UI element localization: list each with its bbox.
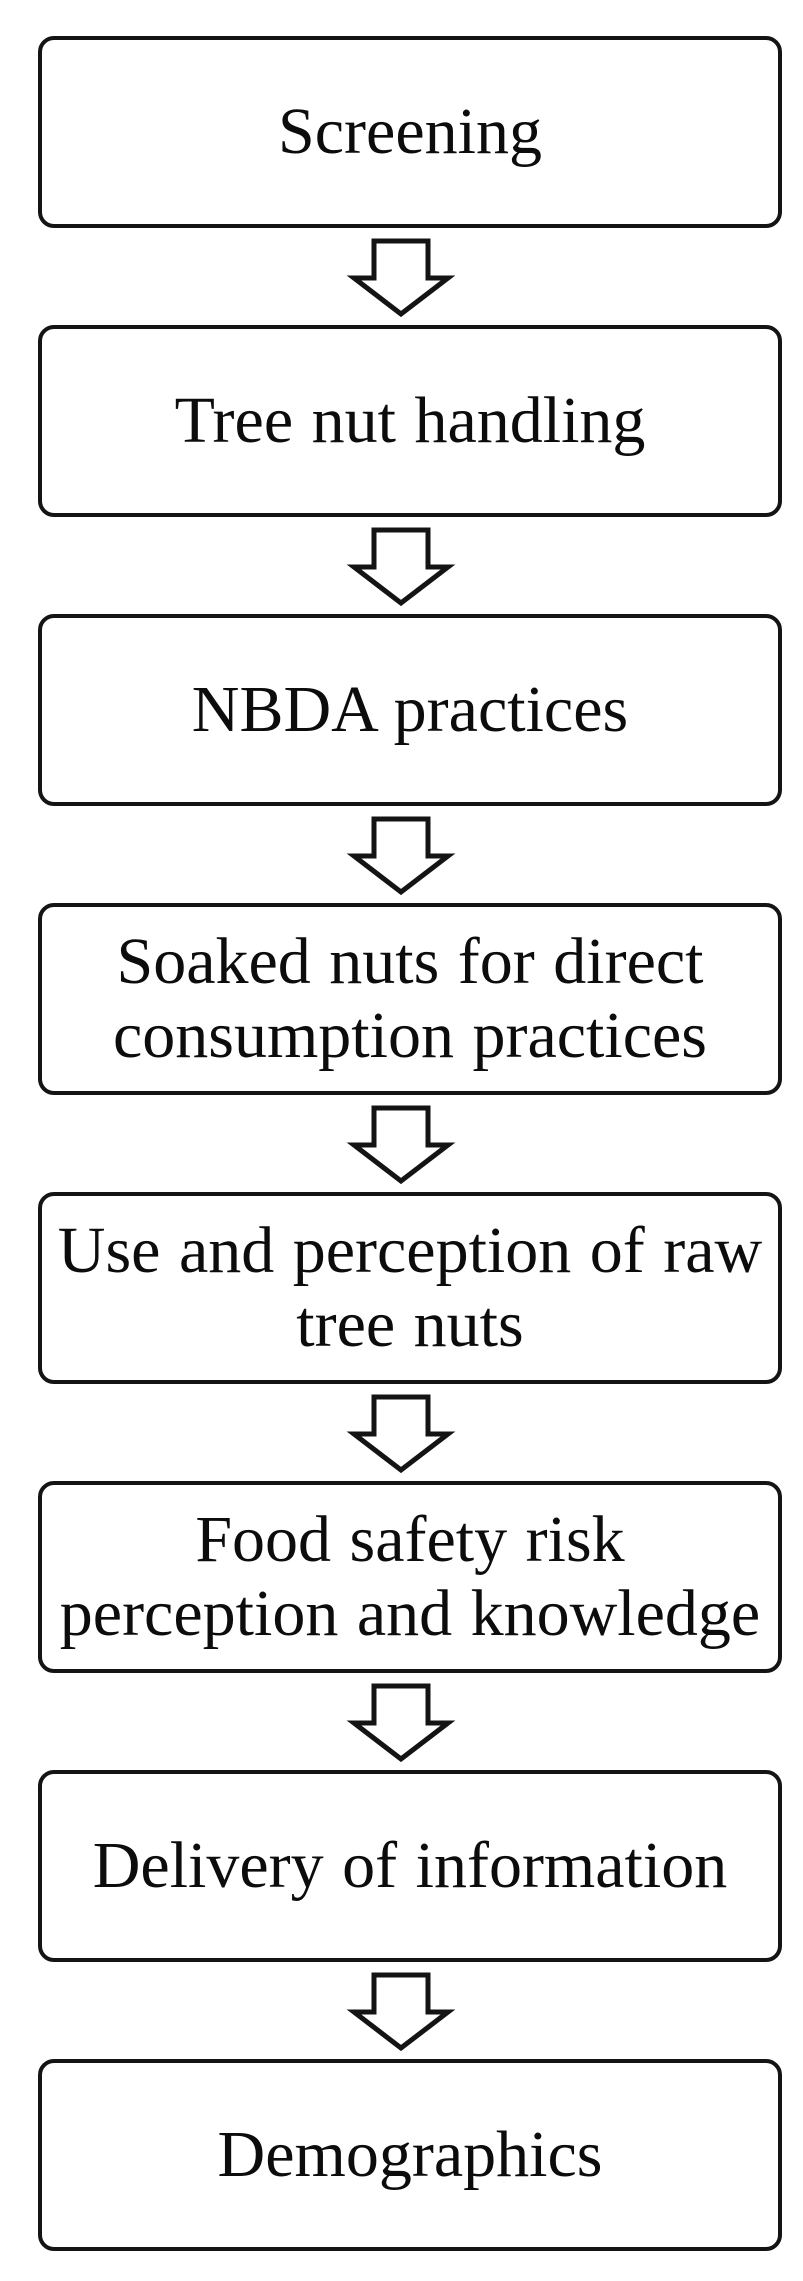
down-arrow-connector — [38, 517, 782, 614]
flow-step-6: Food safety risk perception and knowledg… — [38, 1481, 782, 1673]
flow-step-label: Delivery of information — [92, 1829, 728, 1903]
down-arrow-connector — [38, 1384, 782, 1481]
down-arrow-icon — [346, 1105, 456, 1185]
down-arrow-connector — [38, 228, 782, 325]
down-arrow-icon — [346, 1683, 456, 1763]
flow-step-label: NBDA practices — [191, 673, 629, 747]
flow-step-3: NBDA practices — [38, 614, 782, 806]
flow-step-label: Screening — [278, 95, 542, 169]
flow-step-7: Delivery of information — [38, 1770, 782, 1962]
flow-step-label: Use and perception of raw tree nuts — [57, 1214, 763, 1361]
down-arrow-connector — [38, 1962, 782, 2059]
down-arrow-icon — [346, 238, 456, 318]
flow-step-label: Soaked nuts for direct consumption pract… — [112, 925, 707, 1072]
flow-step-1: Screening — [38, 36, 782, 228]
down-arrow-icon — [346, 527, 456, 607]
down-arrow-connector — [38, 806, 782, 903]
down-arrow-icon — [346, 816, 456, 896]
flow-step-8: Demographics — [38, 2059, 782, 2251]
flow-step-label: Tree nut handling — [174, 384, 646, 458]
down-arrow-connector — [38, 1095, 782, 1192]
flow-step-label: Food safety risk perception and knowledg… — [59, 1503, 761, 1650]
down-arrow-icon — [346, 1394, 456, 1474]
flow-step-2: Tree nut handling — [38, 325, 782, 517]
flow-step-4: Soaked nuts for direct consumption pract… — [38, 903, 782, 1095]
down-arrow-icon — [346, 1972, 456, 2052]
down-arrow-connector — [38, 1673, 782, 1770]
flow-step-label: Demographics — [217, 2118, 603, 2192]
flow-step-5: Use and perception of raw tree nuts — [38, 1192, 782, 1384]
